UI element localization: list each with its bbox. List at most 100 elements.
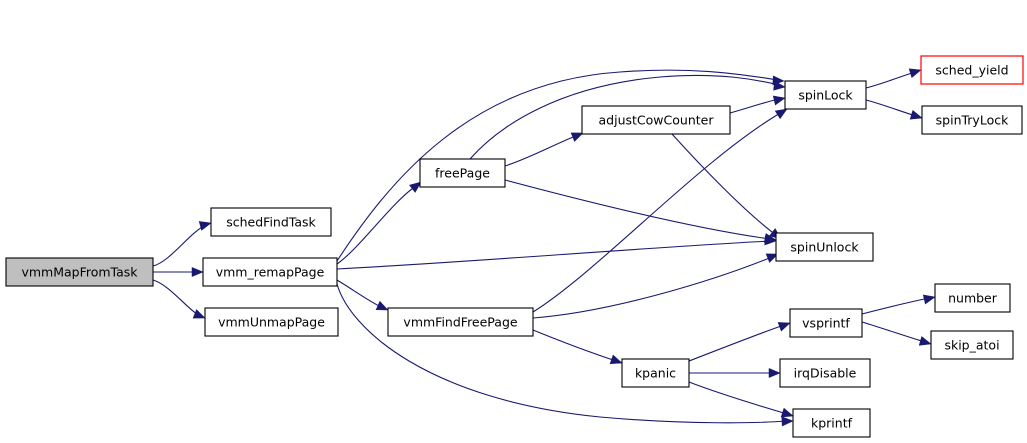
arrowhead-icon xyxy=(777,322,791,332)
edge-line xyxy=(861,297,930,315)
edge-line xyxy=(152,279,201,317)
node-skip_atoi[interactable]: skip_atoi xyxy=(930,330,1014,360)
node-label: skip_atoi xyxy=(944,338,999,353)
node-spinLock[interactable]: spinLock xyxy=(784,80,867,110)
node-vmm_remapPage[interactable]: vmm_remapPage xyxy=(202,257,338,287)
arrowhead-icon xyxy=(781,416,794,427)
node-spinTryLock[interactable]: spinTryLock xyxy=(921,105,1023,135)
node-label: freePage xyxy=(435,166,490,181)
edge-adjustCowCounter-to-spinLock xyxy=(729,95,786,114)
node-box[interactable] xyxy=(581,105,731,135)
node-box[interactable] xyxy=(202,257,338,287)
edge-line xyxy=(336,240,771,270)
edge-vsprintf-to-number xyxy=(861,294,936,315)
node-vmmFindFreePage[interactable]: vmmFindFreePage xyxy=(387,307,534,337)
arrowhead-icon xyxy=(772,95,786,106)
edge-vmm_remapPage-to-spinUnlock xyxy=(336,235,777,270)
arrowhead-icon xyxy=(774,108,788,120)
node-box[interactable] xyxy=(5,257,154,287)
node-box[interactable] xyxy=(204,307,339,337)
edge-spinLock-to-sched_yield xyxy=(865,68,922,89)
arrowhead-icon xyxy=(773,80,786,91)
node-label: vmmMapFromTask xyxy=(21,265,138,280)
node-kpanic[interactable]: kpanic xyxy=(621,358,690,388)
node-label: kpanic xyxy=(635,366,676,381)
arrowhead-icon xyxy=(909,109,923,120)
node-label: vmm_remapPage xyxy=(216,265,325,280)
node-number[interactable]: number xyxy=(934,283,1011,313)
node-kprintf[interactable]: kprintf xyxy=(792,408,871,438)
edge-line xyxy=(336,279,384,309)
node-box[interactable] xyxy=(792,408,871,438)
node-vsprintf[interactable]: vsprintf xyxy=(789,308,863,338)
arrowhead-icon xyxy=(570,132,584,142)
node-box[interactable] xyxy=(920,55,1024,85)
node-box[interactable] xyxy=(775,232,874,262)
node-box[interactable] xyxy=(921,105,1023,135)
node-box[interactable] xyxy=(210,207,332,237)
edge-line xyxy=(865,71,916,89)
edge-vmm_remapPage-to-kprintf xyxy=(336,283,794,427)
arrowhead-icon xyxy=(908,68,922,79)
node-box[interactable] xyxy=(784,80,867,110)
edge-line xyxy=(336,69,779,262)
edge-line xyxy=(865,99,917,117)
edge-line xyxy=(336,283,788,424)
arrowhead-icon xyxy=(198,221,212,231)
arrowhead-icon xyxy=(192,309,206,319)
edge-line xyxy=(688,324,785,362)
edge-freePage-to-adjustCowCounter xyxy=(504,132,584,167)
edge-freePage-to-spinLock xyxy=(469,74,786,160)
node-layer: vmmMapFromTask schedFindTask vmm_remapPage… xyxy=(5,55,1024,438)
arrowhead-icon xyxy=(409,181,422,193)
node-box[interactable] xyxy=(789,308,863,338)
node-schedFindTask[interactable]: schedFindTask xyxy=(210,207,332,237)
node-box[interactable] xyxy=(779,358,871,388)
edge-vmm_remapPage-to-freePage xyxy=(336,181,422,265)
node-label: spinTryLock xyxy=(936,113,1009,128)
edge-kpanic-to-irqDisable xyxy=(689,368,781,378)
arrowhead-icon xyxy=(922,294,936,305)
node-vmmMapFromTask[interactable]: vmmMapFromTask xyxy=(5,257,154,287)
node-box[interactable] xyxy=(419,158,506,188)
node-label: number xyxy=(948,291,998,306)
edge-line xyxy=(532,111,783,313)
arrowhead-icon xyxy=(768,368,781,378)
edge-vmmMapFromTask-to-vmmUnmapPage xyxy=(152,279,206,319)
edge-vmmMapFromTask-to-vmm_remapPage xyxy=(153,267,204,277)
edge-line xyxy=(469,74,780,160)
edge-line xyxy=(504,134,579,167)
node-spinUnlock[interactable]: spinUnlock xyxy=(775,232,874,262)
arrowhead-icon xyxy=(375,300,389,311)
node-vmmUnmapPage[interactable]: vmmUnmapPage xyxy=(204,307,339,337)
edge-vmmFindFreePage-to-kpanic xyxy=(532,329,623,365)
edge-freePage-to-spinUnlock xyxy=(504,179,777,243)
edge-line xyxy=(336,185,417,265)
node-label: schedFindTask xyxy=(226,215,316,230)
edge-line xyxy=(861,321,926,343)
node-box[interactable] xyxy=(930,330,1014,360)
node-label: vmmFindFreePage xyxy=(403,315,517,330)
node-sched_yield[interactable]: sched_yield xyxy=(920,55,1024,85)
node-box[interactable] xyxy=(387,307,534,337)
edge-line xyxy=(671,133,777,236)
node-label: vmmUnmapPage xyxy=(218,315,325,330)
node-adjustCowCounter[interactable]: adjustCowCounter xyxy=(581,105,731,135)
edge-spinLock-to-spinTryLock xyxy=(865,99,923,120)
node-box[interactable] xyxy=(934,283,1011,313)
arrowhead-icon xyxy=(780,407,794,418)
node-label: spinUnlock xyxy=(790,240,859,255)
arrowhead-icon xyxy=(765,253,779,263)
edge-line xyxy=(532,256,773,319)
node-box[interactable] xyxy=(621,358,690,388)
node-label: irqDisable xyxy=(794,366,857,381)
node-freePage[interactable]: freePage xyxy=(419,158,506,188)
node-label: spinLock xyxy=(798,88,853,103)
arrowhead-icon xyxy=(918,336,932,346)
arrowhead-icon xyxy=(609,354,623,365)
node-irqDisable[interactable]: irqDisable xyxy=(779,358,871,388)
edge-kpanic-to-vsprintf xyxy=(688,322,791,362)
node-label: kprintf xyxy=(811,416,853,431)
edge-vsprintf-to-skip_atoi xyxy=(861,321,932,346)
